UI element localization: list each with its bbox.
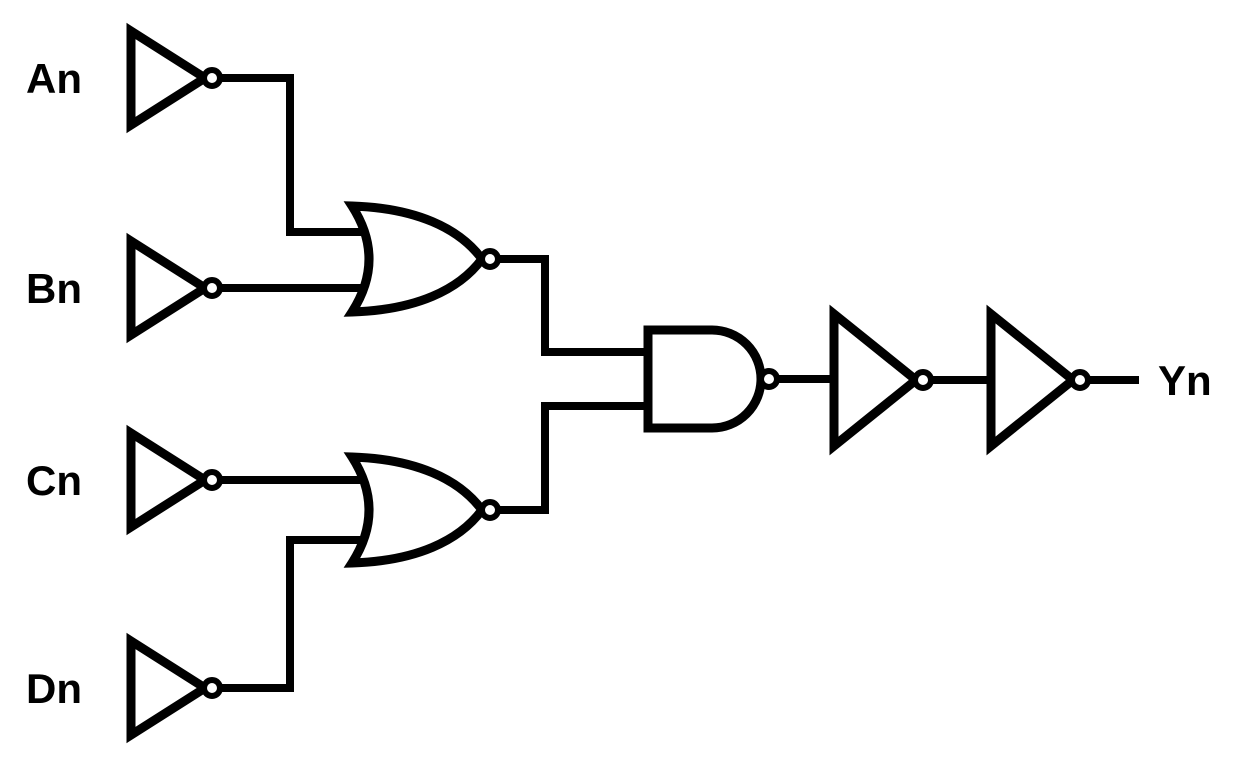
not-gate-triangle: [829, 304, 924, 456]
inverter-dn: [126, 632, 223, 744]
and-shape: [643, 325, 766, 433]
input-label-cn: Cn: [26, 457, 82, 504]
inversion-bubble: [758, 368, 780, 390]
inversion-bubble: [201, 469, 223, 491]
labels: An Bn Cn Dn Yn: [26, 55, 1212, 712]
inverter-bn: [126, 232, 223, 344]
wire-nor1-to-nand: [492, 255, 656, 356]
wire-an-to-nor1: [212, 74, 376, 236]
nor-gate-cd: [343, 452, 501, 568]
inversion-bubble: [201, 67, 223, 89]
inversion-bubble: [912, 369, 934, 391]
not-gate-triangle: [986, 304, 1081, 456]
inverter-out-1: [829, 304, 934, 456]
not-gate-triangle: [126, 632, 214, 744]
output-label-yn: Yn: [1158, 357, 1212, 404]
or-shape: [343, 452, 488, 568]
wire-dn-to-nor2: [212, 536, 376, 692]
inversion-bubble: [201, 277, 223, 299]
wires: [212, 74, 1139, 692]
inversion-bubble: [1069, 369, 1091, 391]
inversion-bubble: [201, 677, 223, 699]
input-label-dn: Dn: [26, 665, 82, 712]
inverter-out-2: [986, 304, 1091, 456]
or-shape: [343, 201, 488, 317]
inversion-bubble: [479, 499, 501, 521]
nand-gate: [643, 325, 780, 433]
not-gate-triangle: [126, 232, 214, 344]
wire-nor2-to-nand: [492, 402, 656, 514]
nor-gate-ab: [343, 201, 501, 317]
input-label-bn: Bn: [26, 265, 82, 312]
input-label-an: An: [26, 55, 82, 102]
inversion-bubble: [479, 248, 501, 270]
not-gate-triangle: [126, 424, 214, 536]
not-gate-triangle: [126, 22, 214, 134]
inverter-cn: [126, 424, 223, 536]
inverter-an: [126, 22, 223, 134]
